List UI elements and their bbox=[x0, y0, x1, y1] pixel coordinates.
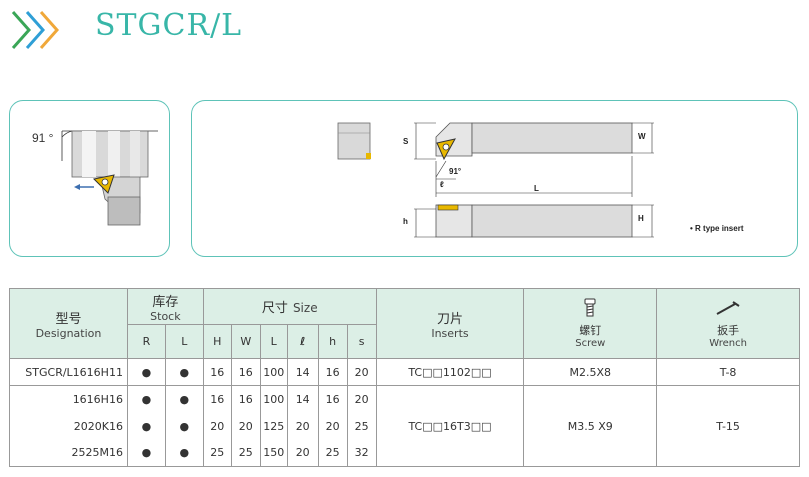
dim-angle-label: 91° bbox=[449, 167, 462, 176]
dim-h-label: h bbox=[403, 217, 408, 226]
dim-H-label: H bbox=[638, 214, 644, 223]
col-ell: ℓ bbox=[286, 324, 319, 359]
holder-perspective-panel: 91 ° bbox=[9, 100, 170, 257]
dim-ell-label: ℓ bbox=[440, 180, 444, 189]
screw-header: 螺钉 Screw bbox=[523, 288, 658, 359]
size-header: 尺寸 Size bbox=[202, 288, 377, 325]
dim-s-label: S bbox=[403, 137, 409, 146]
chevron-right-icon bbox=[11, 11, 60, 49]
dim-l-label: L bbox=[534, 184, 539, 193]
designation-header: 型号 Designation bbox=[9, 288, 128, 359]
insert-header: 刀片 Inserts bbox=[375, 288, 525, 359]
col-r: R bbox=[126, 324, 166, 359]
stock-header: 库存 Stock bbox=[126, 288, 204, 325]
col-L: L bbox=[259, 324, 288, 359]
table-row: 2020K16 ● ● 20 20 125 20 20 25 bbox=[9, 412, 800, 440]
wrench-icon bbox=[716, 301, 740, 315]
table-row: STGCR/L1616H11 ● ● 16 16 100 14 16 20 TC… bbox=[9, 358, 800, 386]
spec-table: 型号 Designation 库存 Stock 尺寸 Size 刀片 Inser… bbox=[9, 288, 800, 467]
arrow-left-icon bbox=[74, 184, 94, 190]
r-type-insert-note: • R type insert bbox=[690, 224, 744, 233]
table-row: 1616H16 ● ● 16 16 100 14 16 20 TC□□16T3□… bbox=[9, 385, 800, 467]
page-title: STGCR/L bbox=[95, 8, 243, 43]
holder-perspective-drawing bbox=[61, 130, 158, 226]
dimension-drawing-panel: S W 91° ℓ L h H bbox=[191, 100, 798, 257]
col-s: s bbox=[346, 324, 377, 359]
col-H: H bbox=[202, 324, 232, 359]
wrench-header: 扳手 Wrench bbox=[656, 288, 800, 359]
col-h: h bbox=[317, 324, 348, 359]
dim-w-label: W bbox=[638, 132, 646, 141]
col-l: L bbox=[164, 324, 204, 359]
dimension-drawing bbox=[337, 122, 654, 238]
screw-icon bbox=[584, 298, 596, 317]
angle-label: 91 ° bbox=[32, 131, 54, 145]
col-W: W bbox=[230, 324, 261, 359]
table-row: 2525M16 ● ● 25 25 150 20 25 32 bbox=[9, 439, 800, 467]
